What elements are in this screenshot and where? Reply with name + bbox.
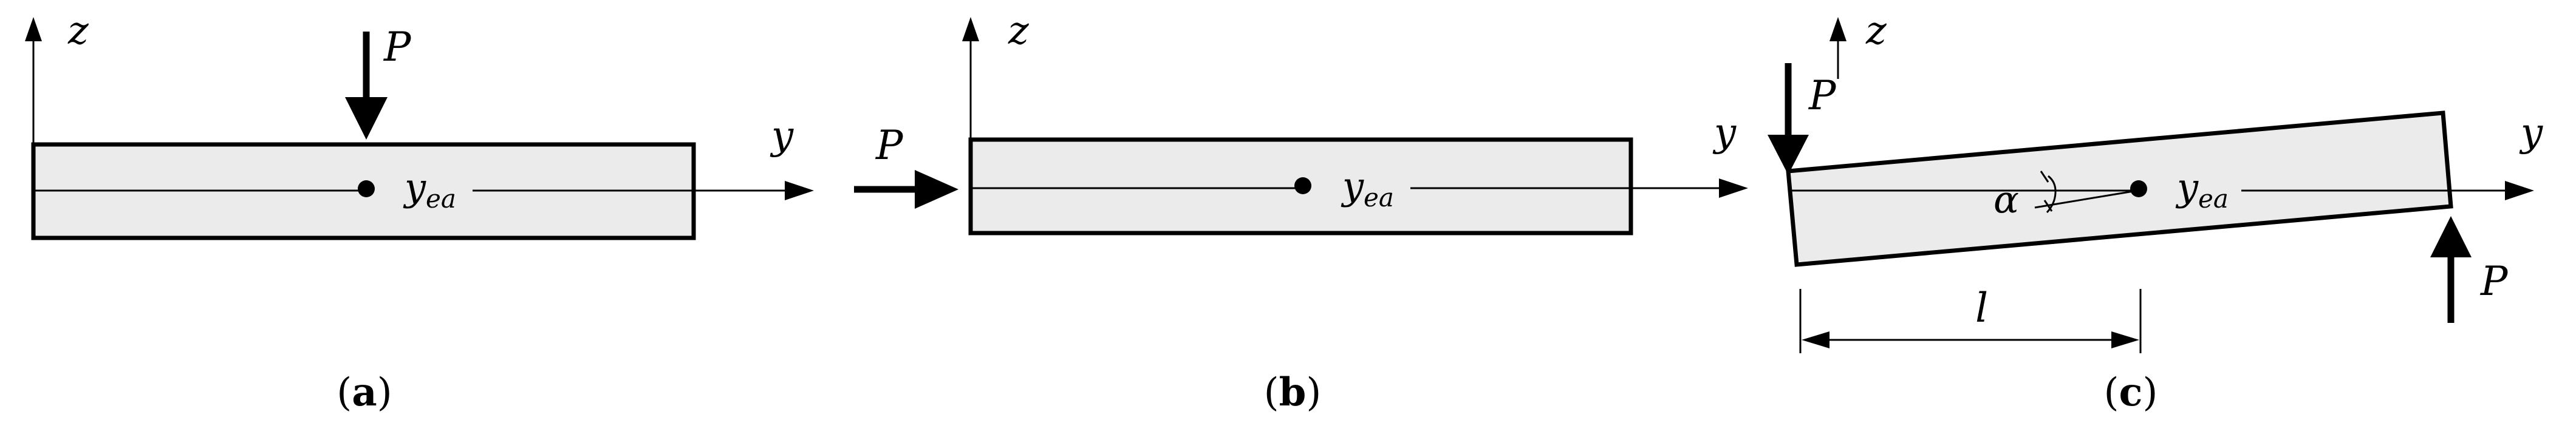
centroid-dot-c [2130,180,2147,197]
y-axis-arrowhead-a [785,181,814,200]
z-axis-label-c: z [1865,8,1887,53]
beam-c [1786,110,2453,267]
load-bottom-arrowhead-c [2430,216,2472,257]
z-axis-label-a: z [67,8,89,53]
y-axis-label-a: y [770,113,794,158]
centroid-label-a: yea [403,165,456,214]
y-axis-arrowhead-b [1719,178,1748,198]
angle-label-c: α [1993,177,2019,222]
angle-tick-bot-c [2043,200,2053,212]
panel-a: z y yea P (a) [25,8,814,415]
load-top-label-c: P [1808,72,1837,119]
caption-a: (a) [337,370,392,415]
load-arrowhead-a [345,97,388,140]
panel-c: z y α yea P P l [1768,8,2543,415]
caption-c: (c) [2104,370,2158,415]
centroid-dot-b [1294,177,1311,194]
dim-label-c: l [1975,285,1988,331]
centroid-label-c: yea [2175,165,2229,214]
centroid-dot-a [358,180,375,197]
dim-arrow-right-c [2111,331,2139,348]
load-label-a: P [383,24,412,70]
load-bottom-label-c: P [2480,258,2509,305]
dim-arrow-left-c [1802,331,1830,348]
panel-b: z y yea P (b) [854,8,1748,415]
y-axis-label-c: y [2519,110,2543,155]
centroid-label-b: yea [1341,164,1394,212]
z-axis-arrowhead-a [25,17,42,41]
z-axis-arrowhead-c [1830,17,1847,41]
angle-tick-top-c [2040,171,2049,183]
z-axis-label-b: z [1008,8,1030,53]
z-axis-arrowhead-b [962,17,979,41]
load-arrowhead-b [915,170,958,209]
load-label-b: P [875,122,904,169]
load-top-arrowhead-c [1768,135,1809,175]
y-axis-label-b: y [1712,110,1737,155]
caption-b: (b) [1264,370,1322,415]
angle-arc-c [2046,175,2057,214]
y-axis-arrowhead-c [2505,181,2534,200]
